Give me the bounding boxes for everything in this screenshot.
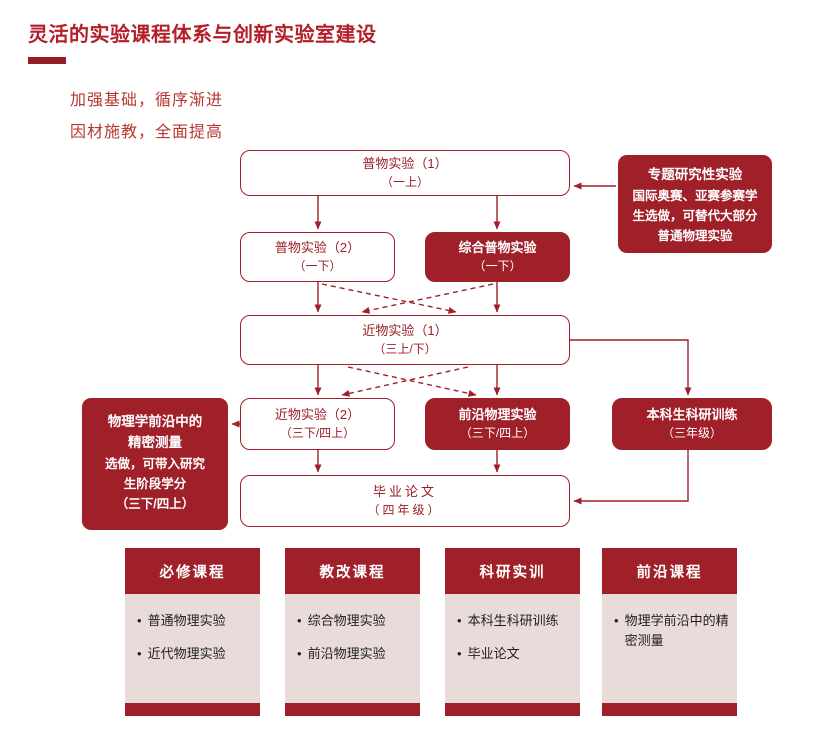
flow-box-term: （一下） [473, 258, 522, 273]
note-title-line-2: 精密测量 [128, 434, 182, 450]
category-footer-bar [125, 703, 260, 716]
flow-box-frontier-physics-experiment: 前沿物理实验 （三下/四上） [425, 398, 570, 450]
flow-box-label: 毕业论文 [372, 483, 437, 499]
flow-box-general-physics-2: 普物实验（2） （一下） [240, 232, 395, 282]
category-header: 前沿课程 [602, 548, 737, 594]
list-item-label: 普通物理实验 [147, 613, 226, 628]
flow-box-label: 普物实验（2） [274, 239, 361, 255]
flow-box-undergrad-research-training: 本科生科研训练 （三年级） [612, 398, 772, 450]
flow-box-label: 本科生科研训练 [646, 406, 738, 422]
category-body: • 物理学前沿中的精密测量 [602, 594, 737, 703]
flow-box-label: 综合普物实验 [458, 239, 537, 255]
note-special-research-experiment: 专题研究性实验 国际奥赛、亚赛参赛学生选做，可替代大部分普通物理实验 [618, 155, 772, 253]
note-title-line-1: 物理学前沿中的 [107, 414, 203, 429]
category-header: 必修课程 [125, 548, 260, 594]
list-item: • 本科生科研训练 [457, 611, 572, 631]
slogan-line-2: 因材施教，全面提高 [70, 124, 224, 141]
flow-box-graduation-thesis: 毕业论文 （四年级） [240, 475, 570, 527]
flow-box-term: （一下） [293, 258, 342, 273]
flow-box-term: （三上/下） [373, 341, 437, 356]
list-item: • 毕业论文 [457, 644, 572, 664]
category-column-required-courses: 必修课程 • 普通物理实验 • 近代物理实验 [125, 548, 260, 716]
flow-box-term: （一上） [380, 174, 429, 189]
flow-box-term: （三下/四上） [279, 425, 356, 440]
note-precision-measurement: 物理学前沿中的 精密测量 选做，可带入研究 生阶段学分 （三下/四上） [82, 398, 228, 530]
list-item: • 普通物理实验 [137, 611, 252, 631]
bullet-icon: • [137, 613, 142, 628]
list-item: • 近代物理实验 [137, 644, 252, 664]
category-body: • 本科生科研训练 • 毕业论文 [445, 594, 580, 703]
bullet-icon: • [457, 613, 462, 628]
list-item-label: 综合物理实验 [307, 613, 386, 628]
flow-box-label: 普物实验（1） [362, 155, 448, 171]
list-item: • 综合物理实验 [297, 611, 412, 631]
note-body-line-2: 生阶段学分 [123, 476, 187, 491]
flow-box-label: 近物实验（1） [362, 322, 448, 338]
flow-box-term: （三年级） [661, 425, 722, 440]
list-item: • 物理学前沿中的精密测量 [614, 611, 729, 650]
list-item-label: 毕业论文 [467, 645, 520, 661]
flow-box-term: （三下/四上） [459, 425, 536, 440]
category-footer-bar [602, 703, 737, 716]
category-footer-bar [445, 703, 580, 716]
note-title: 专题研究性实验 [647, 167, 743, 182]
slogan-line-1: 加强基础，循序渐进 [70, 92, 224, 109]
flow-box-term: （四年级） [367, 502, 443, 517]
category-column-reform-courses: 教改课程 • 综合物理实验 • 前沿物理实验 [285, 548, 420, 716]
list-item-label: 物理学前沿中的精密测量 [624, 613, 729, 648]
list-item-label: 本科生科研训练 [467, 613, 559, 628]
category-body: • 普通物理实验 • 近代物理实验 [125, 594, 260, 703]
page-title: 灵活的实验课程体系与创新实验室建设 [28, 24, 377, 46]
flow-box-general-physics-1: 普物实验（1） （一上） [240, 150, 570, 196]
category-header: 科研实训 [445, 548, 580, 594]
bullet-icon: • [614, 613, 619, 628]
bullet-icon: • [297, 613, 302, 628]
title-underline-bar [28, 57, 66, 64]
flow-box-comprehensive-general-physics: 综合普物实验 （一下） [425, 232, 570, 282]
bullet-icon: • [457, 645, 462, 661]
category-footer-bar [285, 703, 420, 716]
list-item: • 前沿物理实验 [297, 644, 412, 664]
note-body: 国际奥赛、亚赛参赛学生选做，可替代大部分普通物理实验 [632, 188, 758, 243]
bullet-icon: • [297, 645, 302, 661]
category-column-research-practice: 科研实训 • 本科生科研训练 • 毕业论文 [445, 548, 580, 716]
category-body: • 综合物理实验 • 前沿物理实验 [285, 594, 420, 703]
flow-box-label: 近物实验（2） [274, 406, 361, 422]
list-item-label: 前沿物理实验 [307, 645, 386, 661]
flow-box-label: 前沿物理实验 [458, 406, 537, 422]
list-item-label: 近代物理实验 [147, 645, 226, 661]
note-body-line-3: （三下/四上） [115, 496, 195, 511]
category-header: 教改课程 [285, 548, 420, 594]
note-body-line-1: 选做，可带入研究 [104, 456, 205, 471]
flow-box-modern-physics-1: 近物实验（1） （三上/下） [240, 315, 570, 365]
bullet-icon: • [137, 645, 142, 661]
flow-box-modern-physics-2: 近物实验（2） （三下/四上） [240, 398, 395, 450]
category-column-frontier-courses: 前沿课程 • 物理学前沿中的精密测量 [602, 548, 737, 716]
